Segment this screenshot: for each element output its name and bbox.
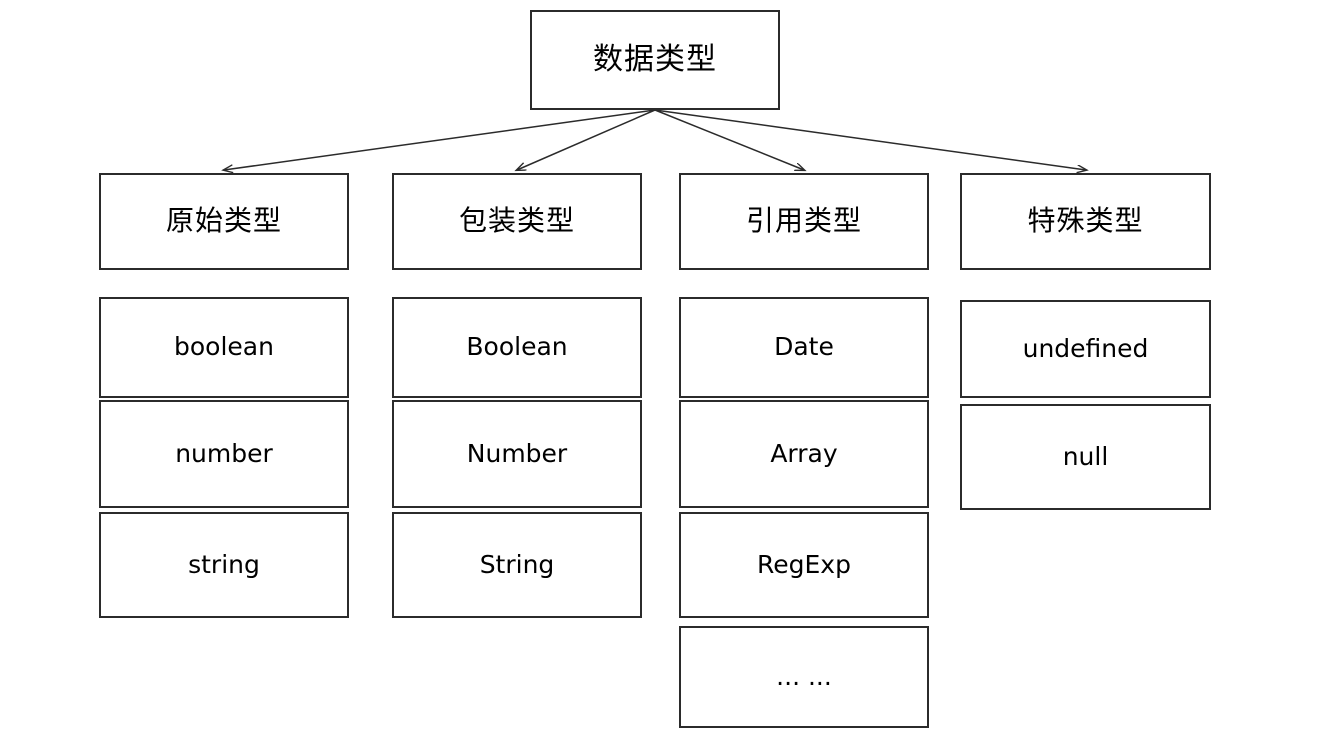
leaf-node-label: ... ... (776, 661, 832, 691)
category-wrapper-type[interactable]: 包装类型 (392, 173, 642, 270)
leaf-node[interactable]: Array (679, 400, 929, 508)
leaf-node-label: boolean (174, 332, 274, 362)
leaf-node-label: RegExp (757, 549, 851, 579)
leaf-node-label: Boolean (466, 332, 568, 362)
leaf-node-label: number (175, 438, 273, 468)
edge-root-to-primitive (224, 109, 656, 170)
leaf-node[interactable]: boolean (99, 297, 349, 398)
leaf-node[interactable]: Number (392, 400, 642, 508)
edge-root-to-wrapper (517, 109, 656, 170)
edge-root-to-special (654, 109, 1086, 170)
leaf-node[interactable]: number (99, 400, 349, 508)
leaf-node-label: Date (774, 332, 834, 362)
leaf-node-label: string (188, 549, 260, 579)
leaf-node[interactable]: null (960, 404, 1211, 510)
leaf-node[interactable]: String (392, 512, 642, 618)
category-reference-type[interactable]: 引用类型 (679, 173, 929, 270)
leaf-node[interactable]: Date (679, 297, 929, 398)
category-special-type-label: 特殊类型 (1027, 204, 1144, 238)
leaf-node-label: null (1062, 441, 1109, 471)
category-reference-type-label: 引用类型 (745, 204, 862, 238)
edge-root-to-reference (654, 109, 804, 170)
leaf-node-label: Number (466, 438, 568, 468)
root-node-label: 数据类型 (593, 41, 717, 77)
leaf-node-label: Array (770, 438, 838, 468)
leaf-node[interactable]: RegExp (679, 512, 929, 618)
category-special-type[interactable]: 特殊类型 (960, 173, 1211, 270)
leaf-node-label: undefined (1022, 333, 1149, 363)
leaf-node[interactable]: string (99, 512, 349, 618)
leaf-node[interactable]: Boolean (392, 297, 642, 398)
category-primitive-type-label: 原始类型 (165, 204, 282, 238)
leaf-node[interactable]: undefined (960, 300, 1211, 398)
leaf-node-ellipsis[interactable]: ... ... (679, 626, 929, 728)
leaf-node-label: String (479, 549, 555, 579)
root-node-data-type[interactable]: 数据类型 (530, 10, 780, 110)
category-wrapper-type-label: 包装类型 (458, 204, 575, 238)
category-primitive-type[interactable]: 原始类型 (99, 173, 349, 270)
